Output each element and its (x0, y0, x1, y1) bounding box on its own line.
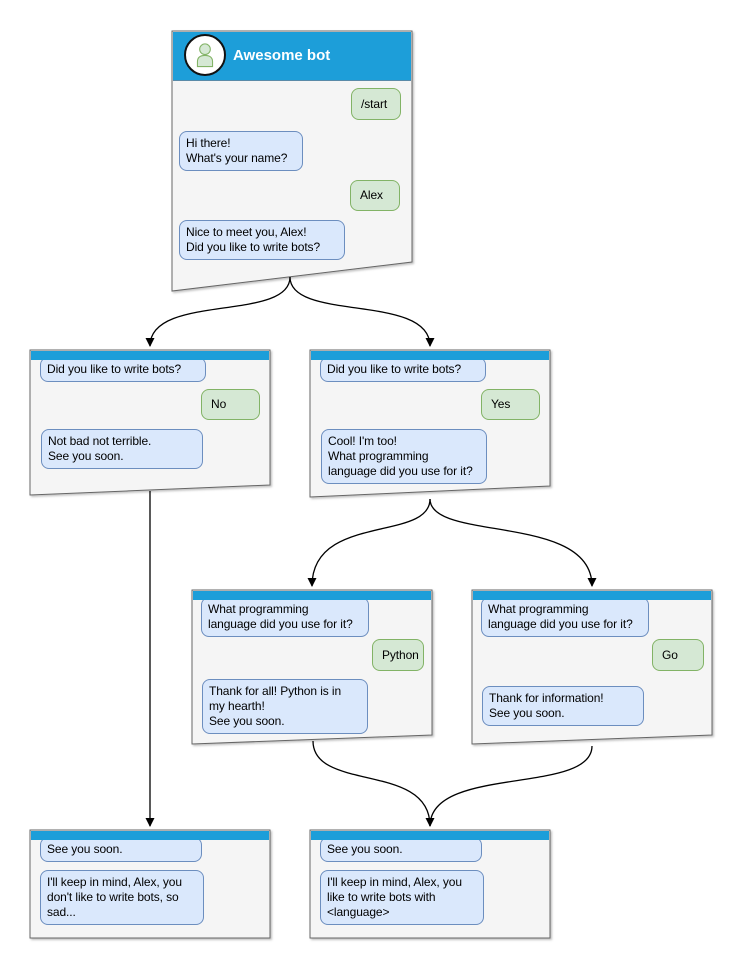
person-icon (196, 43, 214, 68)
bubble-answer-go: Go (652, 639, 704, 671)
bubble-answer-yes: Yes (481, 389, 540, 420)
bubble-question-python-branch: What programming language did you use fo… (201, 597, 369, 637)
titlebar-yes-branch (311, 351, 549, 360)
bubble-question-go-branch: What programming language did you use fo… (481, 597, 649, 637)
bubble-keep-in-mind-no: I'll keep in mind, Alex, you don't like … (40, 870, 204, 925)
window-title: Awesome bot (233, 47, 331, 64)
bubble-bot-greeting: Hi there! What's your name? (179, 131, 303, 171)
titlebar-go-branch (473, 591, 711, 600)
connector-yes-to-go (429, 498, 597, 587)
titlebar-no-branch (31, 351, 269, 360)
bubble-answer-python: Python (372, 639, 424, 671)
bubble-user-name: Alex (350, 180, 400, 211)
bubble-reply-python-branch: Thank for all! Python is in my hearth! S… (202, 679, 368, 734)
titlebar-python-branch (193, 591, 431, 600)
connector-yes-to-python (307, 498, 431, 587)
connector-python-to-end (312, 740, 435, 827)
bubble-see-you-soon-no: See you soon. (40, 837, 202, 862)
bubble-bot-question: Nice to meet you, Alex! Did you like to … (179, 220, 345, 260)
window-titlebar: Awesome bot (173, 32, 411, 81)
bubble-reply-yes-branch: Cool! I'm too! What programming language… (321, 429, 487, 484)
bubble-reply-go-branch: Thank for information! See you soon. (482, 686, 644, 726)
bubble-answer-no: No (201, 389, 260, 420)
titlebar-end-yes (311, 831, 549, 840)
connector-go-to-end (429, 745, 593, 827)
bubble-user-start: /start (351, 88, 401, 120)
bubble-question-no-branch: Did you like to write bots? (40, 357, 206, 382)
titlebar-end-no (31, 831, 269, 840)
bubble-question-yes-branch: Did you like to write bots? (320, 357, 486, 382)
avatar (184, 34, 226, 76)
bubble-keep-in-mind-yes: I'll keep in mind, Alex, you like to wri… (320, 870, 484, 925)
bubble-see-you-soon-yes: See you soon. (320, 837, 482, 862)
bubble-reply-no-branch: Not bad not terrible. See you soon. (41, 429, 203, 469)
connector-start-to-yes (289, 276, 435, 347)
connector-start-to-no (145, 276, 291, 347)
